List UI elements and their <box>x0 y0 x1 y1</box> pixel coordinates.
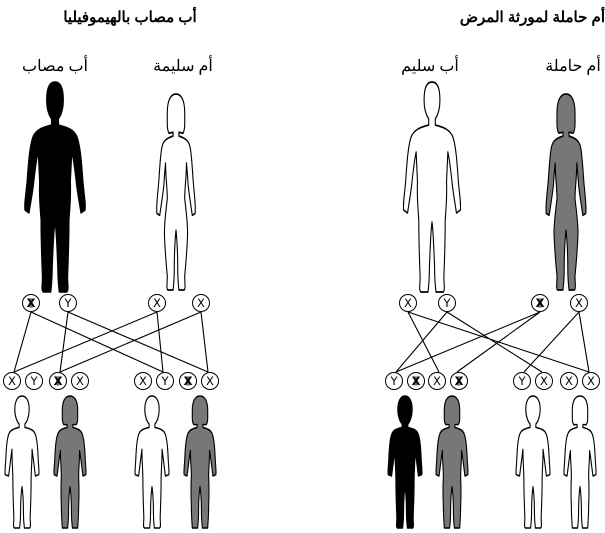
label-affected-father: أب مصاب <box>22 56 88 76</box>
child-male-healthy <box>516 396 550 528</box>
label-healthy-father: أب سليم <box>401 56 459 76</box>
svg-text:X: X <box>206 374 214 388</box>
svg-text:Y: Y <box>517 374 526 388</box>
cross-line <box>60 312 68 372</box>
svg-text:Y: Y <box>29 374 38 388</box>
svg-text:X: X <box>139 374 147 388</box>
svg-text:X: X <box>153 296 161 310</box>
cross-line <box>396 312 540 372</box>
svg-text:X: X <box>540 374 548 388</box>
gamete-x: X <box>571 295 588 312</box>
parent-male-healthy <box>403 82 460 292</box>
panel-title-affected-father: أب مصاب بالهيموفيليا <box>20 8 240 26</box>
label-healthy-mother: أم سليمة <box>153 56 213 76</box>
cross-line <box>60 312 201 372</box>
offspring-chromosome-y: Y <box>157 373 174 390</box>
offspring-chromosome-x: X <box>536 373 553 390</box>
offspring-chromosome-x: X <box>202 373 219 390</box>
svg-text:X: X <box>404 296 412 310</box>
offspring-chromosome-y: Y <box>386 373 403 390</box>
gamete-x: X <box>193 295 210 312</box>
cross-line <box>157 312 163 372</box>
svg-text:X: X <box>8 374 16 388</box>
parent-female-carrier <box>546 94 586 290</box>
gamete-y: Y <box>60 295 77 312</box>
svg-text:X: X <box>587 374 595 388</box>
cross-line <box>396 312 447 372</box>
cross-line <box>14 312 157 372</box>
child-male-affected <box>388 396 422 528</box>
svg-text:Y: Y <box>389 374 398 388</box>
child-female-carrier <box>184 396 216 528</box>
gamete-y: Y <box>439 295 456 312</box>
cross-line <box>68 312 208 372</box>
cross-line <box>14 312 31 372</box>
panel-title-carrier-mother: أم حاملة لمورثة المرض <box>385 8 605 26</box>
offspring-chromosome-x-marked: X <box>50 373 67 390</box>
gamete-x: X <box>400 295 417 312</box>
gamete-x-marked: X <box>23 295 40 312</box>
offspring-chromosome-x: X <box>4 373 21 390</box>
offspring-chromosome-y: Y <box>514 373 531 390</box>
svg-text:Y: Y <box>160 374 169 388</box>
offspring-chromosome-x: X <box>561 373 578 390</box>
gamete-x: X <box>149 295 166 312</box>
offspring-chromosome-x: X <box>583 373 600 390</box>
cross-line <box>201 312 208 372</box>
offspring-chromosome-x-marked: X <box>451 373 468 390</box>
offspring-chromosome-x: X <box>135 373 152 390</box>
svg-text:X: X <box>565 374 573 388</box>
child-male-healthy <box>5 396 39 528</box>
child-male-healthy <box>135 396 169 528</box>
offspring-chromosome-x-marked: X <box>408 373 425 390</box>
child-female-carrier <box>54 396 86 528</box>
parent-male-affected <box>25 82 86 292</box>
offspring-chromosome-y: Y <box>26 373 43 390</box>
svg-text:X: X <box>197 296 205 310</box>
panel-1 <box>14 312 208 372</box>
child-female-carrier <box>436 396 468 528</box>
svg-text:X: X <box>433 374 441 388</box>
parent-female-healthy <box>157 94 196 290</box>
panel-2 <box>396 312 589 372</box>
svg-text:X: X <box>76 374 84 388</box>
cross-line <box>31 312 163 372</box>
offspring-chromosome-x-marked: X <box>180 373 197 390</box>
cross-line <box>524 312 579 372</box>
label-carrier-mother: أم حاملة <box>545 56 601 76</box>
svg-text:Y: Y <box>442 296 451 310</box>
gamete-x-marked: X <box>532 295 549 312</box>
offspring-chromosome-x: X <box>72 373 89 390</box>
child-female-healthy <box>564 396 596 528</box>
offspring-chromosome-x: X <box>429 373 446 390</box>
svg-text:X: X <box>575 296 583 310</box>
svg-text:Y: Y <box>63 296 72 310</box>
cross-line <box>579 312 589 372</box>
